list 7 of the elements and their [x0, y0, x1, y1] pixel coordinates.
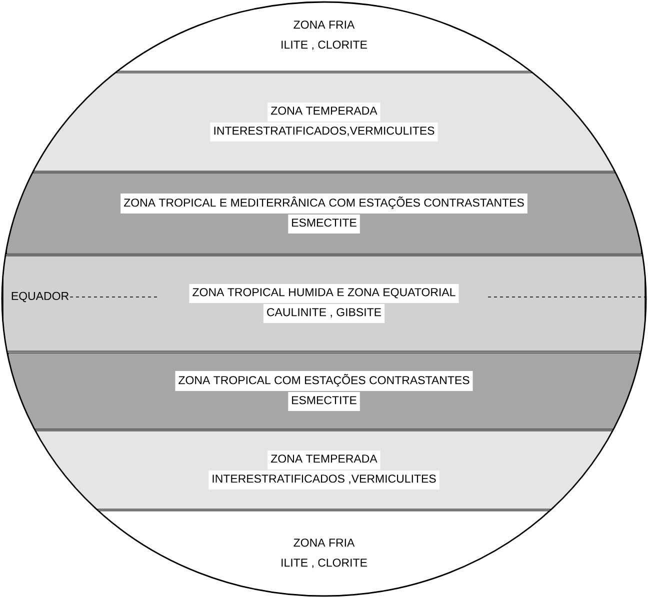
zone-band: ZONA TROPICAL E MEDITERRÂNICA COM ESTAÇÕES CONTRASTANTES ESMECTITE	[6, 172, 642, 255]
zone-band: ZONA TEMPERADA INTERESTRATIFICADOS ,VERMICULITES	[36, 430, 612, 510]
equator-label: EQUADOR	[10, 290, 70, 304]
zone-band: ZONA TROPICAL COM ESTAÇÕES CONTRASTANTES ESMECTITE	[8, 352, 640, 430]
zone-band: ZONA FRIA ILITE , CLORITE	[116, 2, 532, 72]
zone-band: ZONA FRIA ILITE , CLORITE	[98, 510, 550, 596]
zone-band: ZONA TEMPERADA INTERESTRATIFICADOS,VERMICULITES	[34, 72, 614, 172]
